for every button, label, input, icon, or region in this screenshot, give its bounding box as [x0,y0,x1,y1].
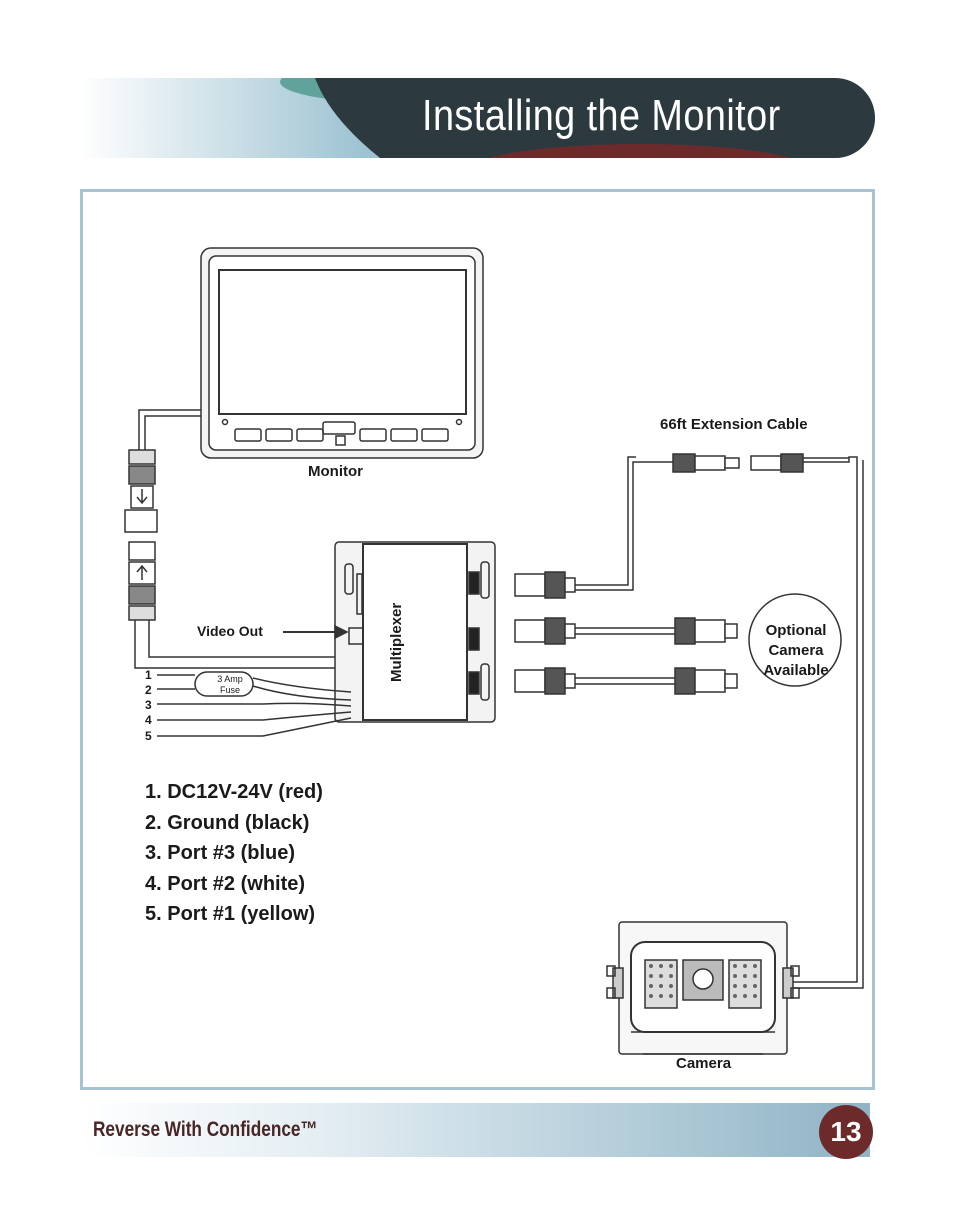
wire-number-4: 4 [145,713,152,727]
wire-legend: 1. DC12V-24V (red) 2. Ground (black) 3. … [145,777,323,930]
camera-label: Camera [676,1055,732,1072]
monitor-connector-lower [128,541,156,621]
extension-cable-label: 66ft Extension Cable [660,416,808,433]
power-wires [157,671,352,737]
wire-number-1: 1 [145,668,152,682]
extension-cable [641,453,864,989]
wire-number-3: 3 [145,698,152,712]
multiplexer-icon [334,541,496,723]
legend-item: 2. Ground (black) [145,811,310,834]
monitor-label: Monitor [308,463,363,480]
legend-item: 4. Port #2 (white) [145,872,306,895]
multiplexer-output-connectors [514,456,738,695]
wire-number-5: 5 [145,729,152,743]
fuse-label-line2: Fuse [219,685,240,695]
optional-line3: Available [763,662,829,679]
video-out-label: Video Out [197,623,263,639]
optional-line1: Optional [765,622,827,639]
wiring-diagram-graphic [124,247,864,1055]
camera-icon [606,921,800,1055]
legend-item: 1. DC12V-24V (red) [145,781,323,803]
fuse-label-line1: 3 Amp [217,674,243,684]
footer-band [80,1103,870,1157]
footer-tagline: Reverse With Confidence™ [93,1118,318,1141]
multiplexer-label: Multiplexer [388,602,405,682]
legend-item: 5. Port #1 (yellow) [145,903,316,925]
wiring-diagram: Monitor 66ft Extension Cable Video Out M… [80,189,875,1090]
legend-item: 3. Port #3 (blue) [145,842,296,864]
page-title: Installing the Monitor [422,91,781,140]
optional-line2: Camera [768,642,824,659]
optional-camera-label: Optional Camera Available [751,621,841,681]
optional-camera-badge [748,593,842,687]
monitor-connector-upper [124,449,158,533]
monitor-icon [200,247,484,459]
page-number-badge: 13 [819,1105,873,1159]
header-band [80,78,875,158]
wire-number-2: 2 [145,683,152,697]
fuse-label: 3 Amp Fuse [203,674,257,696]
